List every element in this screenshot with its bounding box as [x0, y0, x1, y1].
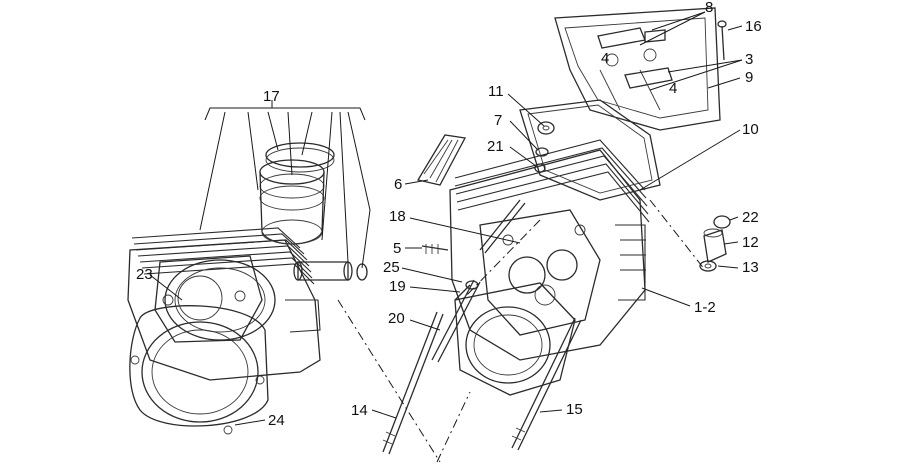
callout-14: 14: [351, 402, 368, 419]
callout-21: 21: [487, 138, 504, 155]
callout-19: 19: [389, 278, 406, 295]
callout-labels: 8 16 3 4 4 9 17 11 7 10 21 6 22 18 12 5 …: [136, 0, 762, 429]
dowel-25: [465, 280, 479, 290]
washer-7: [535, 147, 549, 157]
circlip: [356, 263, 368, 281]
callout-20: 20: [388, 310, 405, 327]
callout-4-upper: 4: [601, 50, 609, 67]
sleeve-22: [713, 215, 731, 229]
cylinder-head-gasket-left: [154, 255, 263, 343]
valve-cover-gasket: [519, 99, 661, 201]
callout-25: 25: [383, 259, 400, 276]
callout-4-lower: 4: [669, 80, 677, 97]
callout-13: 13: [742, 259, 759, 276]
cylinder-base-gasket: [129, 305, 269, 435]
callout-5: 5: [393, 240, 401, 257]
callout-9: 9: [745, 69, 753, 86]
stud-18: [479, 199, 526, 254]
washer-13: [699, 260, 717, 272]
callout-24: 24: [268, 412, 285, 429]
callout-22: 22: [742, 209, 759, 226]
stud-15: [511, 317, 582, 451]
callout-18: 18: [389, 208, 406, 225]
nut-11: [537, 121, 555, 135]
callout-3: 3: [745, 51, 753, 68]
callout-12: 12: [742, 234, 759, 251]
callout-6: 6: [394, 176, 402, 193]
leader-lines: [149, 11, 743, 426]
cylinder-head: [449, 139, 650, 361]
cover-bolt: [717, 20, 727, 61]
leader-17: [199, 100, 371, 269]
callout-23: 23: [136, 266, 153, 283]
head-gasket: [454, 282, 576, 396]
piston-rings: [265, 142, 335, 173]
adjusting-screw: [644, 29, 666, 43]
callout-7: 7: [494, 112, 502, 129]
callout-10: 10: [742, 121, 759, 138]
stud-14: [382, 311, 444, 455]
valve-cover: [554, 7, 721, 131]
callout-15: 15: [566, 401, 583, 418]
callout-16: 16: [745, 18, 762, 35]
callout-11: 11: [488, 83, 504, 100]
spark-plug-stud: [421, 244, 449, 254]
callout-8: 8: [705, 0, 713, 16]
callout-17: 17: [263, 88, 280, 105]
spacer-12: [703, 228, 727, 263]
cylinder-barrel: [127, 227, 321, 381]
stud-20: [431, 279, 481, 363]
washer-21: [534, 163, 546, 173]
gauze-filter: [416, 134, 467, 186]
callout-1-2: 1-2: [694, 299, 716, 316]
construction-lines: [337, 199, 706, 463]
